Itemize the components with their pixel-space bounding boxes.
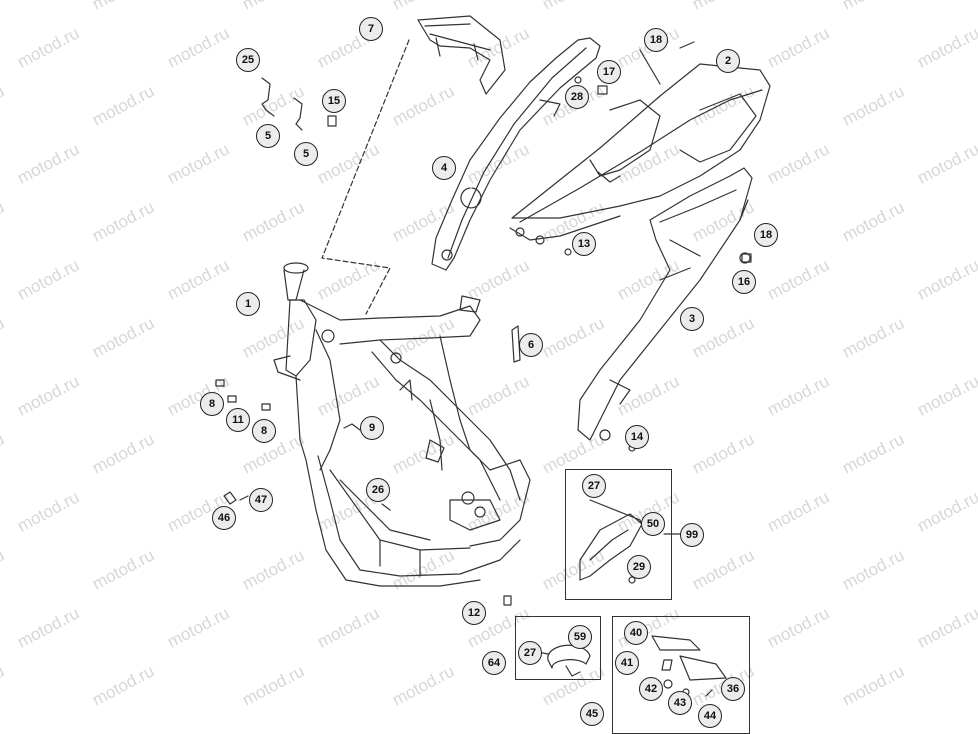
small-fasteners	[215, 76, 752, 606]
callout-16[interactable]: 16	[732, 270, 756, 294]
callout-15[interactable]: 15	[322, 89, 346, 113]
callout-27a[interactable]: 27	[582, 474, 606, 498]
callout-1[interactable]: 1	[236, 292, 260, 316]
part-4-subframe-rail	[431, 37, 601, 271]
callout-36[interactable]: 36	[721, 677, 745, 701]
callout-13[interactable]: 13	[572, 232, 596, 256]
callout-29[interactable]: 29	[627, 555, 651, 579]
callout-6[interactable]: 6	[519, 333, 543, 357]
callout-41[interactable]: 41	[615, 651, 639, 675]
callout-28[interactable]: 28	[565, 85, 589, 109]
callout-4[interactable]: 4	[432, 156, 456, 180]
kit-box-64	[515, 616, 601, 680]
callout-40[interactable]: 40	[624, 621, 648, 645]
callout-17[interactable]: 17	[597, 60, 621, 84]
callout-9[interactable]: 9	[360, 416, 384, 440]
callout-43[interactable]: 43	[668, 691, 692, 715]
callout-14[interactable]: 14	[625, 425, 649, 449]
callout-59[interactable]: 59	[568, 625, 592, 649]
callout-7[interactable]: 7	[359, 17, 383, 41]
callout-47[interactable]: 47	[249, 488, 273, 512]
callout-50[interactable]: 50	[641, 512, 665, 536]
callout-2[interactable]: 2	[716, 49, 740, 73]
callout-46[interactable]: 46	[212, 506, 236, 530]
part-1-main-frame	[273, 262, 531, 587]
callout-5b[interactable]: 5	[294, 142, 318, 166]
callout-45[interactable]: 45	[580, 702, 604, 726]
callout-25[interactable]: 25	[236, 48, 260, 72]
kit-box-99	[565, 469, 672, 600]
callout-18a[interactable]: 18	[644, 28, 668, 52]
callout-27b[interactable]: 27	[518, 641, 542, 665]
part-7-top-bracket	[321, 15, 506, 315]
callout-5a[interactable]: 5	[256, 124, 280, 148]
part-3-lower-subframe	[577, 167, 753, 441]
callout-12[interactable]: 12	[462, 601, 486, 625]
callout-8a[interactable]: 8	[200, 392, 224, 416]
callout-3[interactable]: 3	[680, 307, 704, 331]
callout-26[interactable]: 26	[366, 478, 390, 502]
callout-8b[interactable]: 8	[252, 419, 276, 443]
callout-64[interactable]: 64	[482, 651, 506, 675]
part-2-rear-subframe	[509, 41, 771, 245]
callout-18b[interactable]: 18	[754, 223, 778, 247]
callout-44[interactable]: 44	[698, 704, 722, 728]
callout-99[interactable]: 99	[680, 523, 704, 547]
callout-11[interactable]: 11	[226, 408, 250, 432]
callout-42[interactable]: 42	[639, 677, 663, 701]
